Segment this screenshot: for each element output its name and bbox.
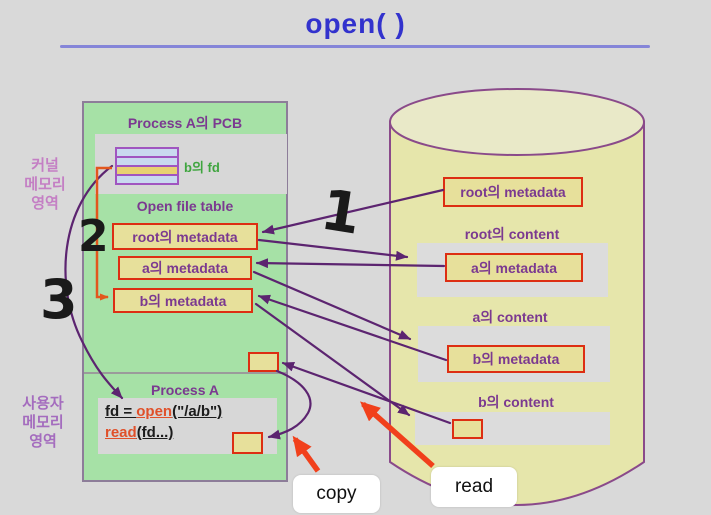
disk-b-metadata-box: b의 metadata bbox=[447, 345, 585, 373]
kernel-memory-label-line1: 커널 bbox=[31, 157, 59, 174]
fd-table-row-b-highlight bbox=[117, 165, 177, 174]
title-underline bbox=[60, 45, 650, 48]
table-root-metadata-box: root의 metadata bbox=[112, 223, 258, 250]
open-file-table-title: Open file table bbox=[136, 198, 234, 214]
disk-root-metadata-box: root의 metadata bbox=[443, 177, 583, 207]
disk-cylinder-body bbox=[389, 121, 645, 506]
copy-callout: copy bbox=[293, 475, 380, 513]
code-fd-assign: fd = bbox=[105, 403, 137, 420]
kernel-memory-label-line2: 메모리 bbox=[24, 176, 66, 193]
disk-b-content-label: b의 content bbox=[478, 394, 554, 410]
fd-table bbox=[115, 147, 179, 185]
kernel-memory-label-line3: 영역 bbox=[31, 195, 59, 212]
user-memory-label-line2: 메모리 bbox=[22, 414, 64, 431]
page-title: open( ) bbox=[305, 8, 406, 39]
disk-cylinder-top bbox=[389, 88, 645, 156]
user-memory-label: 사용자 메모리 영역 bbox=[6, 394, 80, 451]
pcb-title: Process A의 PCB bbox=[127, 115, 243, 131]
fd-table-row bbox=[117, 149, 177, 156]
disk-b-content-block bbox=[452, 419, 483, 439]
code-read-args: (fd...) bbox=[136, 424, 174, 441]
disk-root-content-label: root의 content bbox=[464, 226, 560, 242]
user-memory-label-line3: 영역 bbox=[29, 433, 57, 450]
user-buffer-box bbox=[232, 432, 263, 454]
disk-a-content-label: a의 content bbox=[472, 309, 548, 325]
kernel-user-divider bbox=[84, 372, 286, 374]
code-read-call: read bbox=[105, 424, 137, 441]
table-b-metadata-box: b의 metadata bbox=[113, 288, 253, 313]
process-panel: Process A의 PCB b의 fd Open file table roo… bbox=[82, 101, 288, 482]
code-line-read: read(fd...) bbox=[105, 422, 277, 443]
code-open-args: ("/a/b") bbox=[172, 403, 223, 420]
code-open-call: open bbox=[136, 403, 173, 420]
table-a-metadata-box: a의 metadata bbox=[118, 256, 252, 280]
kernel-memory-label: 커널 메모리 영역 bbox=[8, 156, 82, 213]
disk-a-metadata-box: a의 metadata bbox=[445, 253, 583, 282]
fd-label: b의 fd bbox=[184, 160, 220, 175]
code-line-open: fd = open("/a/b") bbox=[105, 401, 277, 422]
read-callout: read bbox=[431, 467, 517, 507]
kernel-buffer-box bbox=[248, 352, 279, 372]
user-memory-label-line1: 사용자 bbox=[22, 395, 64, 412]
fd-table-row bbox=[117, 174, 177, 183]
process-a-title: Process A bbox=[151, 382, 219, 398]
fd-table-row bbox=[117, 156, 177, 165]
b-content-strip bbox=[415, 412, 610, 445]
